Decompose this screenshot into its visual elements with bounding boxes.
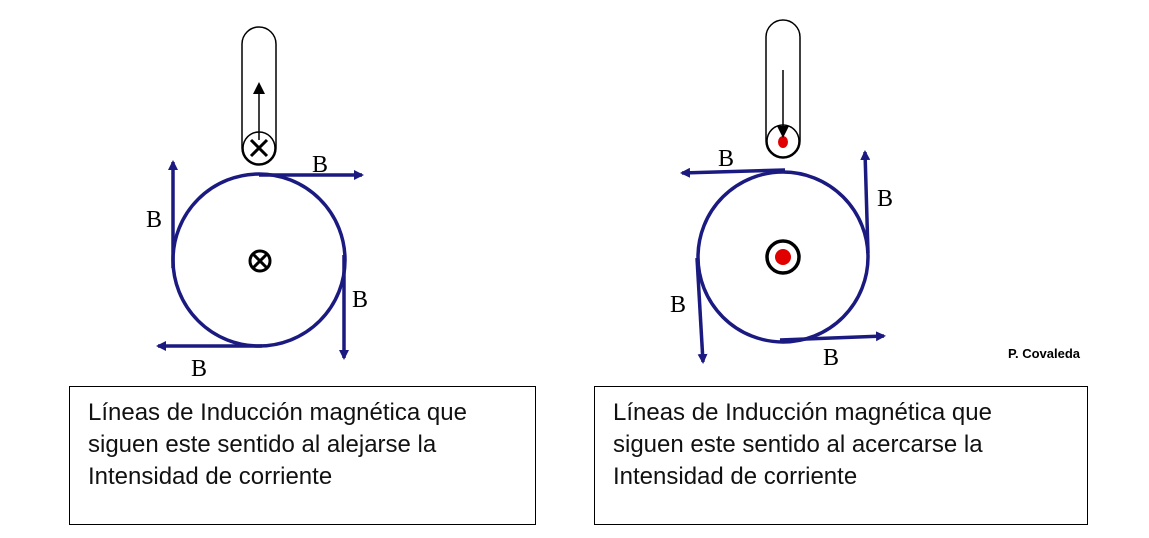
caption-left: Líneas de Inducción magnética que siguen… bbox=[69, 386, 536, 525]
b-arrow-bottom bbox=[779, 331, 886, 342]
conductor-right bbox=[765, 19, 801, 159]
b-label: B bbox=[312, 152, 328, 178]
b-arrow-left bbox=[695, 257, 708, 364]
b-label: B bbox=[352, 287, 368, 313]
b-label: B bbox=[877, 186, 893, 212]
b-label: B bbox=[718, 146, 734, 172]
caption-right: Líneas de Inducción magnética que siguen… bbox=[594, 386, 1088, 525]
right-diagram: B B B B bbox=[670, 19, 893, 371]
b-arrow-right bbox=[860, 150, 871, 254]
b-label: B bbox=[191, 356, 207, 382]
conductor-left bbox=[241, 26, 277, 166]
b-label: B bbox=[670, 292, 686, 318]
author-credit: P. Covaleda bbox=[1008, 346, 1081, 361]
b-label: B bbox=[823, 345, 839, 371]
center-cross-icon bbox=[248, 249, 272, 273]
left-diagram: B B B B bbox=[146, 26, 368, 382]
b-label: B bbox=[146, 207, 162, 233]
field-loop-right bbox=[696, 170, 870, 344]
b-arrow-top bbox=[680, 167, 786, 178]
center-dot-icon bbox=[765, 239, 801, 275]
